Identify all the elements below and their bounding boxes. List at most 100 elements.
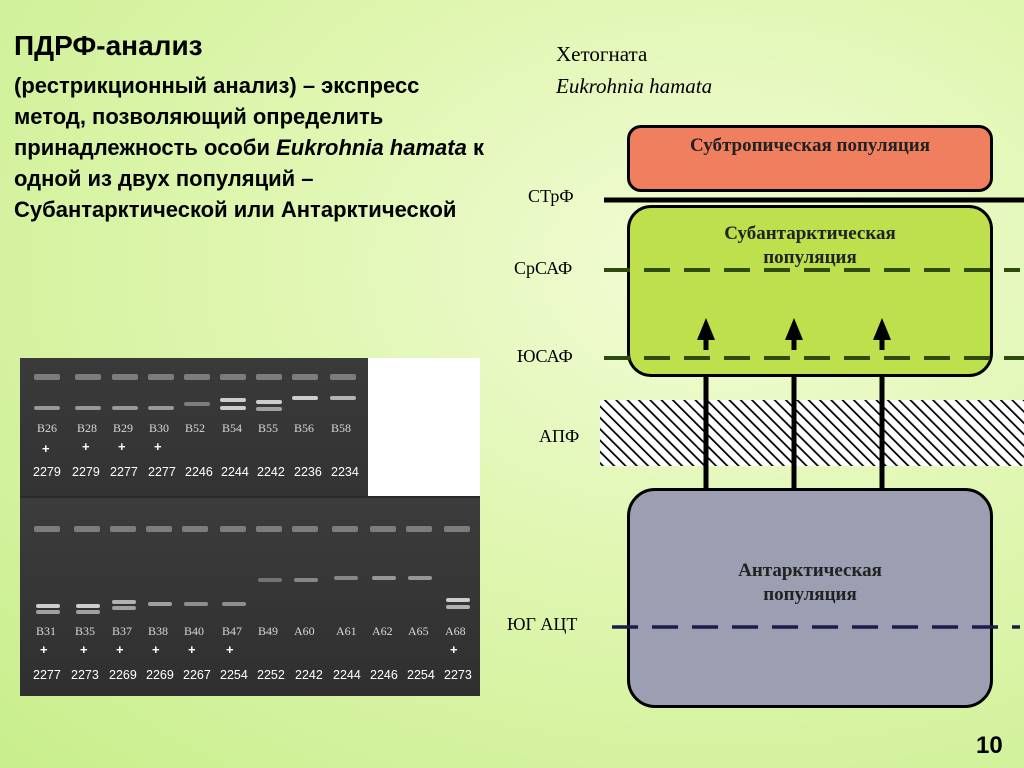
front-label-srsaf: СрСАФ [514,258,573,278]
gel-band [446,605,470,609]
positive-mark: + [116,642,124,657]
gel-well [34,526,60,532]
arrow-up-icon [785,318,803,350]
lane-label: B31 [36,624,57,638]
arrow-up-icon [697,318,715,350]
gel-band [184,602,208,606]
sample-number: 2269 [146,668,174,682]
gel-blank-area [368,358,480,496]
description-part2: к одной из двух популяций – Субантарктич… [14,135,484,222]
lane-label: B28 [77,421,98,435]
gel-top-panel: B26 B28 B29 B30 B52 B54 B55 B56 B58 + + … [20,358,368,496]
lane-label: B47 [222,624,243,638]
description-part1: (рестрикционный анализ) – экспресс метод… [14,73,420,160]
positive-mark: + [82,439,90,454]
gel-well [370,526,396,532]
lane-label: B37 [112,624,133,638]
gel-well [330,374,356,380]
sample-number: 2244 [221,465,249,479]
gel-band [330,396,356,400]
gel-well [220,526,246,532]
sample-number: 2246 [370,668,398,682]
taxon-group: Хетогната [556,42,648,66]
front-label-yug-act: ЮГ АЦТ [507,614,578,634]
gel-band [372,576,396,580]
gel-well [34,374,60,380]
gel-band [76,610,100,614]
front-label-strf: СТрФ [528,186,574,206]
subtropical-population-label: Субтропическая популяция [689,135,931,156]
sample-number: 2242 [295,668,323,682]
lane-label: B58 [331,421,352,435]
gel-well [220,374,246,380]
lane-label: A62 [372,624,393,638]
lane-label: B52 [185,421,206,435]
gel-band [36,604,60,608]
sample-number: 2234 [331,465,359,479]
subantarctic-population-label: Субантарктическая популяция [724,223,896,268]
sample-number: 2277 [148,465,176,479]
lane-label: A61 [336,624,357,638]
sample-number: 2277 [33,668,61,682]
sample-number: 2279 [33,465,61,479]
gel-well [146,526,172,532]
page-number: 10 [976,732,1003,759]
positive-mark: + [40,642,48,657]
sample-number: 2254 [407,668,435,682]
gel-well [292,526,318,532]
taxon-species: Eukrohnia hamata [556,74,713,98]
gel-well [184,374,210,380]
lane-label: A68 [445,624,466,638]
gel-band [76,604,100,608]
sample-number: 2246 [185,465,213,479]
slide-title: ПДРФ-анализ [14,30,203,61]
front-label-apf: АПФ [539,426,580,446]
gel-well [256,526,282,532]
gel-well [292,374,318,380]
sample-number: 2244 [333,668,361,682]
sample-number: 2242 [257,465,285,479]
sample-number: 2273 [71,668,99,682]
lane-label: B40 [184,624,205,638]
gel-band [148,406,174,410]
positive-mark: + [152,642,160,657]
subtropical-population-box: Субтропическая популяция [627,125,993,192]
gel-band [36,610,60,614]
gel-band [220,398,246,402]
lane-label: B29 [113,421,134,435]
positive-mark: + [450,642,458,657]
gel-band [256,407,282,411]
lane-label: A60 [294,624,315,638]
antarctic-population-label: Антарктическая популяция [738,560,882,605]
gel-well [110,526,136,532]
sample-number: 2279 [72,465,100,479]
gel-band [112,606,136,610]
antarctic-population-box: Антарктическая популяция [627,488,993,708]
gel-band [408,576,432,580]
arrow-up-icon [873,318,891,350]
positive-mark: + [226,642,234,657]
lane-label: B54 [222,421,243,435]
positive-mark: + [42,441,50,456]
gel-well [148,374,174,380]
gel-band [112,406,138,410]
sample-number: 2267 [183,668,211,682]
sample-number: 2252 [257,668,285,682]
lane-label: B30 [149,421,170,435]
gel-band [184,402,210,406]
gel-bottom-panel: B31 B35 B37 B38 B40 B47 B49 A60 A61 A62 … [20,498,480,696]
lane-label: B49 [258,624,279,638]
gel-band [34,406,60,410]
lane-label: A65 [408,624,429,638]
sample-number: 2277 [110,465,138,479]
gel-band [148,602,172,606]
gel-band [222,602,246,606]
gel-band [294,578,318,582]
subantarctic-population-box: Субантарктическая популяция [627,205,993,377]
gel-well [332,526,358,532]
lane-label: B38 [148,624,169,638]
positive-mark: + [80,642,88,657]
method-description: (рестрикционный анализ) – экспресс метод… [14,70,484,225]
sample-number: 2236 [294,465,322,479]
